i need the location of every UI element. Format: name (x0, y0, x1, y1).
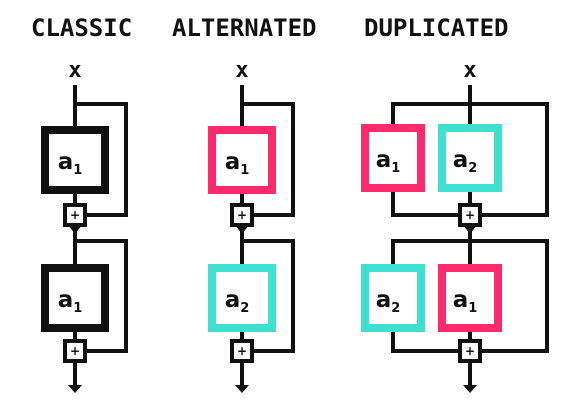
adder-symbol: + (465, 344, 475, 358)
duplicated-merge-left-1 (391, 192, 460, 217)
duplicated-block-1-left: a1 (361, 124, 425, 192)
block-subscript: 1 (240, 163, 249, 178)
block-label: a1 (225, 149, 250, 178)
duplicated-adder-1: + (458, 203, 482, 227)
classic-adder-1: + (63, 203, 87, 227)
duplicated-block-2-left: a2 (361, 264, 425, 332)
block-subscript: 1 (468, 301, 477, 316)
classic-input-x: x (68, 58, 81, 83)
alternated-output-arrow-head (235, 385, 249, 393)
title-duplicated: DUPLICATED (364, 14, 509, 42)
block-frame (41, 264, 109, 332)
duplicated-skip-connection-1 (391, 102, 549, 217)
alternated-skip-connection-2 (242, 239, 295, 353)
block-frame (438, 124, 502, 192)
classic-adder-2: + (63, 339, 87, 363)
duplicated-output-arrow-head (463, 385, 477, 393)
duplicated-input-x: x (463, 58, 476, 83)
title-classic: CLASSIC (31, 14, 133, 42)
block-frame (361, 124, 425, 192)
block-subscript: 1 (73, 301, 82, 316)
alternated-adder-2: + (230, 339, 254, 363)
alternated-block-1: a1 (208, 126, 276, 194)
adder-symbol: + (237, 344, 247, 358)
adder-symbol: + (70, 344, 80, 358)
alternated-input-x: x (235, 58, 248, 83)
adder-symbol: + (237, 208, 247, 222)
block-frame (438, 264, 502, 332)
block-subscript: 1 (73, 163, 82, 178)
duplicated-merge-left-2 (391, 332, 460, 353)
duplicated-block-2-right: a1 (438, 264, 502, 332)
classic-block-2: a1 (41, 264, 109, 332)
adder-symbol: + (465, 208, 475, 222)
block-frame (361, 264, 425, 332)
alternated-skip-connection-1 (242, 102, 295, 217)
title-alternated: ALTERNATED (172, 14, 317, 42)
alternated-block-2: a2 (208, 264, 276, 332)
block-frame (208, 126, 276, 194)
classic-skip-connection-2 (75, 239, 128, 353)
adder-symbol: + (70, 208, 80, 222)
classic-block-1: a1 (41, 126, 109, 194)
block-subscript: 2 (468, 161, 477, 176)
duplicated-connector-chevron (463, 225, 477, 234)
block-subscript: 1 (391, 161, 400, 176)
duplicated-block-1-right: a2 (438, 124, 502, 192)
classic-output-arrow-head (68, 385, 82, 393)
alternated-adder-1: + (230, 203, 254, 227)
block-subscript: 2 (391, 301, 400, 316)
classic-skip-connection-1 (75, 102, 128, 217)
block-frame (41, 126, 109, 194)
block-frame (208, 264, 276, 332)
duplicated-adder-2: + (458, 339, 482, 363)
block-subscript: 2 (240, 301, 249, 316)
duplicated-skip-connection-2 (391, 239, 549, 353)
